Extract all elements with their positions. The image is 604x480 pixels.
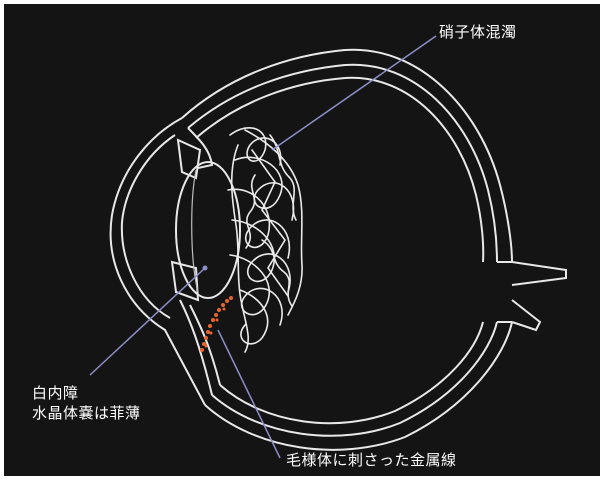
leader-vitreous bbox=[272, 36, 436, 150]
leader-lines bbox=[90, 36, 436, 458]
cornea-outer bbox=[111, 118, 205, 405]
cornea-inner bbox=[122, 135, 175, 318]
sclera-outer bbox=[182, 50, 512, 450]
leader-cataract bbox=[90, 268, 205, 375]
label-cataract: 白内障 bbox=[32, 383, 79, 403]
label-lens-capsule: 水晶体嚢は菲薄 bbox=[32, 403, 141, 423]
label-metal-wire: 毛様体に刺さった金属線 bbox=[286, 450, 457, 470]
label-vitreous-opacity: 硝子体混濁 bbox=[439, 22, 517, 42]
optic-nerve bbox=[497, 262, 566, 330]
lens bbox=[176, 162, 240, 298]
metal-wire bbox=[200, 296, 233, 352]
leader-dot-cataract bbox=[203, 266, 208, 271]
anterior-segment bbox=[111, 118, 220, 405]
leader-wire bbox=[218, 330, 280, 458]
ciliary-lower bbox=[180, 300, 212, 395]
eyeball-wall bbox=[182, 50, 512, 450]
sclera-inner bbox=[188, 65, 497, 436]
iris-upper bbox=[178, 140, 200, 178]
